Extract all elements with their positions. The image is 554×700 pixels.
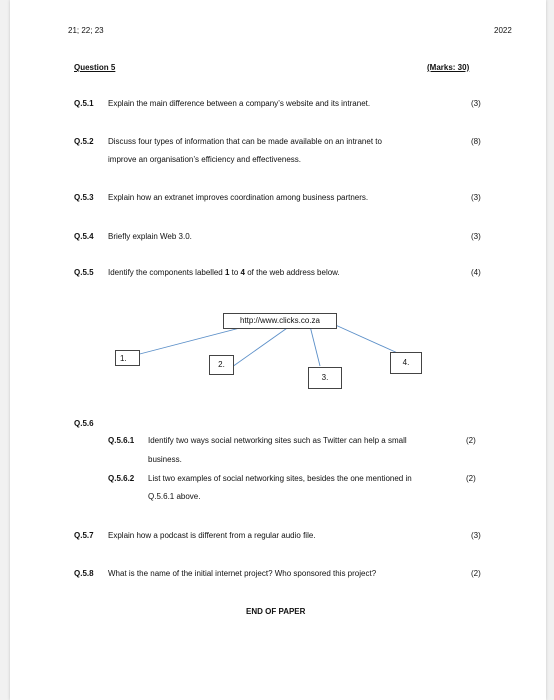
sub-q-marks: (2) xyxy=(466,436,476,445)
sub-q-marks: (2) xyxy=(466,474,476,483)
label-box-1: 1. xyxy=(115,350,140,366)
q-text: Briefly explain Web 3.0. xyxy=(108,232,192,241)
q-number: Q.5.1 xyxy=(74,99,94,108)
q-number: Q.5.6 xyxy=(74,419,94,428)
q-marks: (2) xyxy=(471,569,481,578)
sub-q-text-cont: Q.5.6.1 above. xyxy=(148,492,201,501)
diagram-connector-lines xyxy=(131,321,403,368)
connector-line-3 xyxy=(309,325,321,367)
sub-q-text: List two examples of social networking s… xyxy=(148,474,412,483)
sub-q-number: Q.5.6.2 xyxy=(108,474,135,483)
question-marks: (Marks: 30) xyxy=(427,63,470,72)
q-number: Q.5.7 xyxy=(74,531,94,540)
connector-line-4 xyxy=(330,322,403,356)
q-text: Explain how a podcast is different from … xyxy=(108,531,316,540)
q-marks: (3) xyxy=(471,232,481,241)
label-box-3: 3. xyxy=(308,367,342,389)
q-marks: (8) xyxy=(471,137,481,146)
end-of-paper: END OF PAPER xyxy=(246,607,306,616)
sub-q-text: Identify two ways social networking site… xyxy=(148,436,407,445)
question-title: Question 5 xyxy=(74,63,116,72)
q-text: Identify the components labelled 1 to 4 … xyxy=(108,268,340,277)
q-marks: (3) xyxy=(471,193,481,202)
q-marks: (4) xyxy=(471,268,481,277)
q-text: Explain how an extranet improves coordin… xyxy=(108,193,369,202)
q-text: What is the name of the initial internet… xyxy=(108,569,377,578)
q-marks: (3) xyxy=(471,531,481,540)
q-text: Discuss four types of information that c… xyxy=(108,137,382,146)
sub-q-text-cont: business. xyxy=(148,455,182,464)
exam-page: 21; 22; 23 2022 Question 5 (Marks: 30) Q… xyxy=(10,0,546,700)
connector-line-2 xyxy=(231,325,291,368)
q-text: Explain the main difference between a co… xyxy=(108,99,371,108)
q-number: Q.5.4 xyxy=(74,232,94,241)
header-left: 21; 22; 23 xyxy=(68,26,104,35)
q-number: Q.5.3 xyxy=(74,193,94,202)
q-text-cont: improve an organisation’s efficiency and… xyxy=(108,155,302,164)
q-number: Q.5.8 xyxy=(74,569,94,578)
q-number: Q.5.5 xyxy=(74,268,94,277)
label-box-2: 2. xyxy=(209,355,234,375)
header-year: 2022 xyxy=(494,26,512,35)
label-box-4: 4. xyxy=(390,352,422,374)
sub-q-number: Q.5.6.1 xyxy=(108,436,135,445)
q-number: Q.5.2 xyxy=(74,137,94,146)
q-marks: (3) xyxy=(471,99,481,108)
url-box: http://www.clicks.co.za xyxy=(223,313,337,329)
